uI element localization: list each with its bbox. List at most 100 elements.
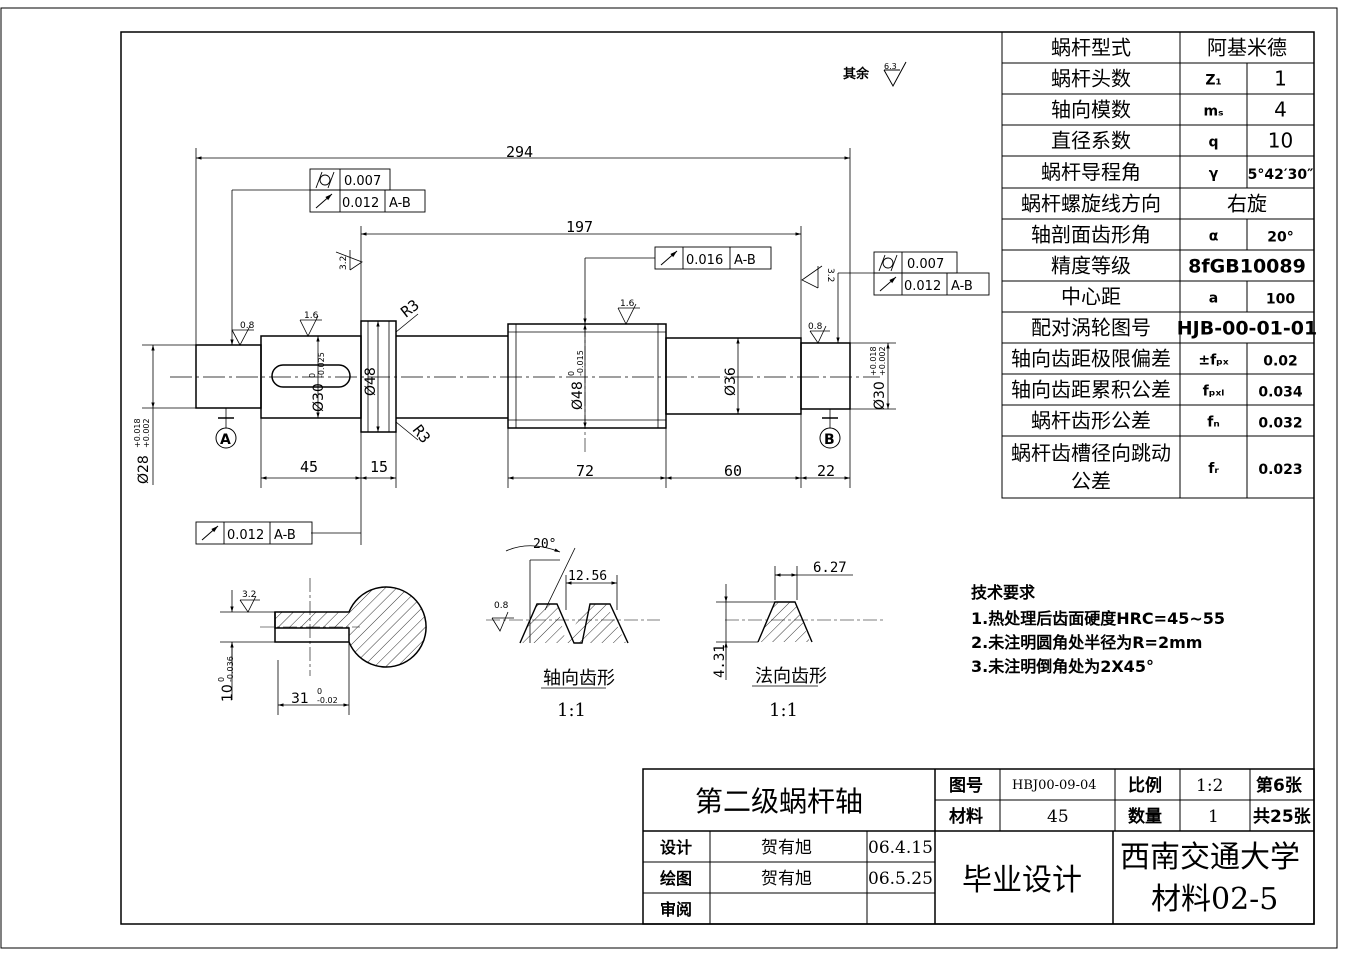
scale-value: 1:2 (1196, 776, 1223, 796)
params-label: 蜗杆齿形公差 (1031, 409, 1151, 433)
params-row (1001, 93, 1315, 126)
dim-r3-bottom: R3 (409, 421, 434, 446)
rough-08-right: 0.8 (808, 322, 823, 332)
dim-197: 197 (566, 218, 593, 236)
dim-d30-right: Ø30 (872, 381, 888, 410)
params-symbol: mₛ (1204, 104, 1224, 120)
dim-22: 22 (817, 462, 835, 480)
roughness-other-value: 6.3 (884, 62, 897, 71)
dimension-texts: 294 197 45 15 72 60 22 R3 R3 (300, 143, 835, 480)
dim-45: 45 (300, 458, 318, 476)
params-value: 8fGB10089 (1188, 256, 1306, 278)
dim-d30-left-tol-dn: -0.025 (317, 352, 326, 378)
tol-run-right-ref: A-B (951, 279, 973, 294)
drawer: 贺有旭 (761, 869, 812, 889)
axial-profile-scale: 1:1 (557, 700, 586, 721)
params-value: 阿基米德 (1207, 36, 1287, 60)
params-value: 100 (1266, 292, 1295, 308)
shaft-main-view (195, 320, 851, 433)
dim-60: 60 (724, 462, 742, 480)
axial-pitch: 12.56 (568, 569, 607, 584)
draw-label: 绘图 (660, 869, 692, 888)
params-label: 轴剖面齿形角 (1031, 223, 1151, 247)
drawing-no: HBJ00-09-04 (1012, 778, 1097, 793)
dimension-lines (142, 148, 896, 545)
dim-d30-right-tol-dn: +0.002 (878, 346, 887, 376)
dim-d28-tol-up: +0.018 (133, 418, 142, 448)
dim-294: 294 (506, 143, 533, 161)
rough-32-key: 3.2 (242, 590, 256, 600)
tech-item-1: 1.热处理后齿面硬度HRC=45~55 (971, 609, 1225, 628)
params-label: 直径系数 (1051, 129, 1131, 153)
params-value: 0.032 (1258, 416, 1302, 432)
qty-value: 1 (1208, 807, 1219, 827)
roughness-other-label: 其余 (843, 66, 870, 82)
draw-date: 06.5.25 (868, 869, 933, 889)
runout-icons (201, 193, 897, 541)
normal-profile-label: 法向齿形 (755, 666, 827, 687)
params-value: 5°42′30″ (1248, 167, 1314, 183)
outer-border (0, 7, 1338, 949)
axial-profile-label: 轴向齿形 (543, 668, 615, 689)
params-value: 10 (1268, 129, 1293, 153)
qty-label: 数量 (1128, 806, 1162, 827)
dim-key-31-tol-dn: -0.02 (317, 696, 338, 705)
axial-angle: 20° (533, 537, 556, 552)
datum-b: B (819, 409, 841, 449)
design-date: 06.4.15 (868, 838, 933, 858)
params-value: 0.034 (1258, 385, 1303, 401)
rough-08-axial: 0.8 (494, 601, 509, 611)
params-row (1001, 62, 1315, 95)
class-name: 材料02-5 (1151, 882, 1278, 917)
normal-pitch: 6.27 (813, 560, 847, 576)
dim-d28-tol-dn: +0.002 (142, 418, 151, 448)
rough-16-worm: 1.6 (620, 299, 635, 309)
school-name: 西南交通大学 (1120, 840, 1300, 875)
review-label: 审阅 (660, 900, 692, 919)
material-value: 45 (1047, 807, 1069, 827)
dim-d28: Ø28 (136, 455, 152, 484)
params-row (1001, 435, 1315, 499)
params-label: 蜗杆螺旋线方向 (1021, 192, 1161, 216)
dim-d48-worm-tol-up: 0 (567, 371, 576, 376)
dim-15: 15 (370, 458, 388, 476)
project-name: 毕业设计 (962, 863, 1082, 898)
params-label: 中心距 (1061, 285, 1121, 309)
params-value: HJB-00-01-01 (1177, 318, 1317, 340)
tech-item-3: 3.未注明倒角处为2X45° (971, 657, 1154, 676)
dim-key-31: 31 (291, 691, 309, 707)
tech-title: 技术要求 (971, 583, 1036, 602)
tol-run-left-ref: A-B (389, 196, 411, 211)
params-value: 右旋 (1227, 192, 1267, 216)
rough-32-left: 3.2 (339, 256, 349, 270)
params-label: 配对涡轮图号 (1031, 316, 1151, 340)
dim-d48-worm: Ø48 (570, 381, 586, 410)
dim-d30-right-tol-up: +0.018 (869, 346, 878, 376)
sheet-no: 第6张 (1256, 775, 1303, 796)
title-block (642, 768, 1315, 925)
diameter-texts: Ø28 +0.018 +0.002 Ø30 0 -0.025 Ø48 Ø48 0… (133, 346, 888, 484)
rough-08-left: 0.8 (240, 321, 255, 331)
tol-run-worm-ref: A-B (734, 253, 756, 268)
dim-key-10-tol-dn: -0.036 (226, 656, 235, 682)
normal-height: 4.31 (712, 644, 728, 678)
normal-profile-scale: 1:1 (769, 700, 798, 721)
dim-r3-top: R3 (397, 296, 422, 321)
normal-tooth-profile: 6.27 4.31 法向齿形 1:1 (712, 560, 885, 721)
tol-cyl-right: 0.007 (907, 257, 944, 272)
params-value: 20° (1267, 230, 1293, 246)
rough-16-left: 1.6 (304, 311, 319, 321)
params-symbol: fₙ (1207, 415, 1219, 431)
title-block-texts: 第二级蜗杆轴 图号 HBJ00-09-04 比例 1:2 第6张 材料 45 数… (660, 775, 1312, 919)
designer: 贺有旭 (761, 838, 812, 858)
technical-requirements: 技术要求 1.热处理后齿面硬度HRC=45~55 2.未注明圆角处半径为R=2m… (971, 583, 1225, 676)
tech-item-2: 2.未注明圆角处半径为R=2mm (971, 633, 1202, 652)
scale-label: 比例 (1128, 775, 1162, 796)
params-symbol: fᵣ (1208, 461, 1219, 477)
tol-cyl-left: 0.007 (344, 174, 381, 189)
tolerance-values: 0.007 0.012 A-B 0.016 A-B 0.007 0.012 A-… (227, 174, 973, 543)
params-symbol: ±fₚₓ (1198, 353, 1229, 369)
roughness-symbols (231, 250, 830, 346)
params-value: 1 (1274, 67, 1287, 91)
